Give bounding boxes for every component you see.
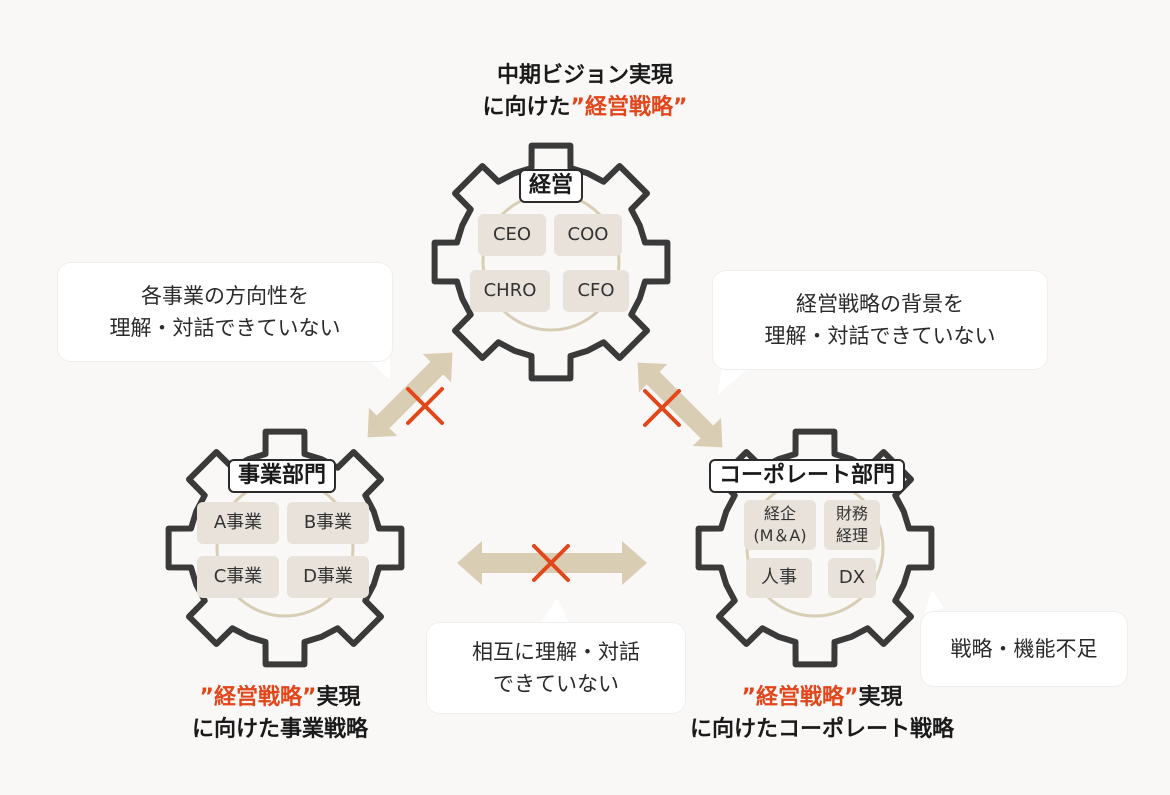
role-b: B事業 xyxy=(287,502,369,544)
role-coo: COO xyxy=(554,214,622,256)
bubble-corner-line1: 戦略・機能不足 xyxy=(950,637,1098,661)
role-hr: 人事 xyxy=(746,558,812,598)
role-a: A事業 xyxy=(197,502,279,544)
bubble-left-line1: 各事業の方向性を xyxy=(141,284,309,308)
bubble-tail xyxy=(718,365,752,395)
double-arrow-icon xyxy=(637,362,723,448)
bubble-right-line1: 経営戦略の背景を xyxy=(796,292,964,316)
left-caption-suffix: 実現 xyxy=(316,685,361,710)
role-d: D事業 xyxy=(287,556,369,598)
role-chro: CHRO xyxy=(470,270,550,312)
cross-icon xyxy=(406,387,444,425)
left-caption-line2: に向けた事業戦略 xyxy=(191,717,368,742)
gear-label-management: 経営 xyxy=(518,169,584,203)
role-ceo: CEO xyxy=(478,214,546,256)
gear-label-corporate: コーポレート部門 xyxy=(708,459,906,493)
bubble-bottom-line2: できていない xyxy=(493,672,619,696)
top-caption-line1: 中期ビジョン実現 xyxy=(496,63,673,88)
bubble-right: 経営戦略の背景を 理解・対話できていない xyxy=(712,270,1048,370)
top-caption-emphasis: ”経営戦略” xyxy=(570,95,688,120)
bubble-tail xyxy=(540,598,570,625)
cross-icon xyxy=(532,544,570,582)
gear-outline xyxy=(431,142,671,382)
top-caption: 中期ビジョン実現 に向けた”経営戦略” xyxy=(435,60,735,124)
gear-outline xyxy=(165,428,405,668)
bubble-left-line2: 理解・対話できていない xyxy=(109,316,341,340)
bubble-left: 各事業の方向性を 理解・対話できていない xyxy=(57,262,393,362)
bubble-right-line2: 理解・対話できていない xyxy=(764,324,996,348)
gear-label-business: 事業部門 xyxy=(227,459,337,493)
left-caption-emphasis: ”経営戦略” xyxy=(199,685,317,710)
cross-icon xyxy=(643,389,681,427)
right-caption-line2: に向けたコーポレート戦略 xyxy=(689,717,954,742)
right-caption: ”経営戦略”実現 に向けたコーポレート戦略 xyxy=(662,682,982,746)
role-c: C事業 xyxy=(197,556,279,598)
role-cfo: CFO xyxy=(563,270,629,312)
bubble-bottom-line1: 相互に理解・対話 xyxy=(472,640,640,664)
bubble-corner: 戦略・機能不足 xyxy=(920,611,1128,687)
double-arrow-icon xyxy=(367,352,453,438)
left-caption: ”経営戦略”実現 に向けた事業戦略 xyxy=(160,682,400,746)
gear-outline xyxy=(695,428,935,668)
right-caption-suffix: 実現 xyxy=(858,685,903,710)
role-strategy-planning: 経企 (M＆A) xyxy=(744,500,816,550)
bubble-bottom: 相互に理解・対話 できていない xyxy=(426,622,686,714)
role-dx: DX xyxy=(828,558,876,598)
right-caption-emphasis: ”経営戦略” xyxy=(741,685,859,710)
bubble-tail xyxy=(924,590,944,615)
role-finance: 財務 経理 xyxy=(824,500,880,550)
top-caption-prefix: に向けた xyxy=(482,95,571,120)
